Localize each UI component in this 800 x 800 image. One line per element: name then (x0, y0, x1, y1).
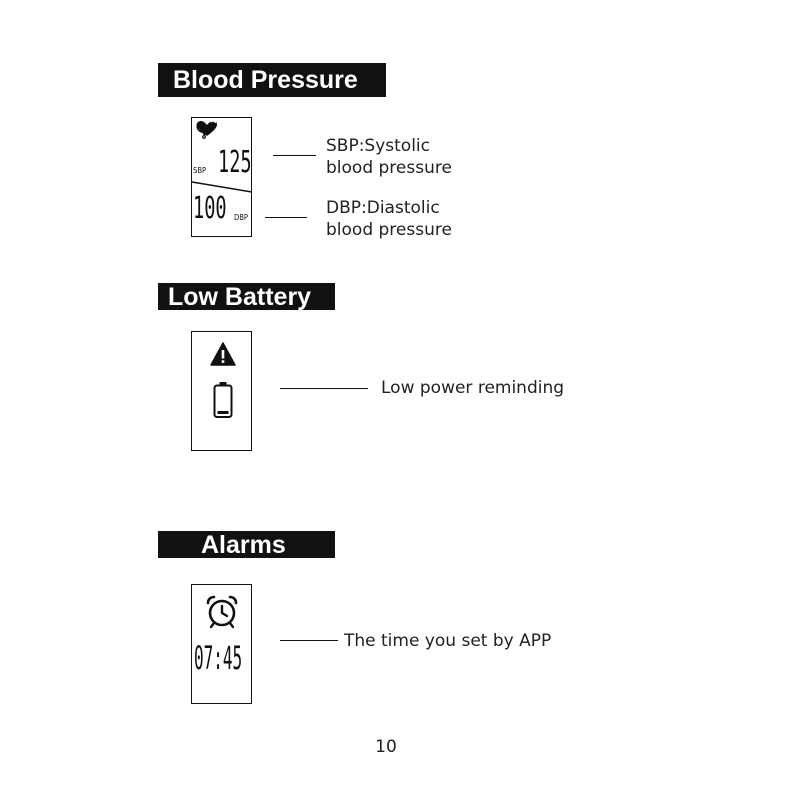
sbp-description-line2: blood pressure (326, 158, 452, 178)
alarm-device-screen: 07:45 (191, 584, 252, 704)
page-number: 10 (375, 737, 397, 757)
dbp-screen-label: DBP (234, 213, 249, 222)
alarm-time: 07:45 (194, 639, 243, 677)
sbp-screen-label: SBP (193, 166, 207, 175)
dbp-value: 100 (193, 191, 227, 226)
dbp-description: DBP:Diastolic blood pressure (326, 197, 452, 241)
dbp-leader-line (265, 217, 307, 218)
low-battery-device-screen (191, 331, 252, 451)
low-battery-leader-line (280, 388, 368, 389)
dbp-description-line1: DBP:Diastolic (326, 198, 440, 218)
blood-pressure-device-screen: SBP 125 100 DBP (191, 117, 252, 237)
dbp-description-line2: blood pressure (326, 220, 452, 240)
alarms-header: Alarms (158, 531, 335, 559)
blood-pressure-header: Blood Pressure (158, 63, 386, 97)
low-battery-header: Low Battery (158, 283, 335, 311)
sbp-description-line1: SBP:Systolic (326, 136, 431, 156)
heart-stethoscope-icon (196, 120, 217, 139)
divider-slash (192, 181, 251, 193)
alarm-clock-icon (206, 595, 238, 629)
warning-icon (210, 342, 236, 366)
sbp-leader-line (273, 155, 316, 156)
sbp-value: 125 (218, 145, 252, 180)
battery-low-icon (213, 382, 233, 418)
alarm-description: The time you set by APP (344, 631, 552, 651)
sbp-description: SBP:Systolic blood pressure (326, 135, 452, 179)
alarm-leader-line (280, 640, 338, 641)
low-battery-description: Low power reminding (381, 378, 565, 398)
